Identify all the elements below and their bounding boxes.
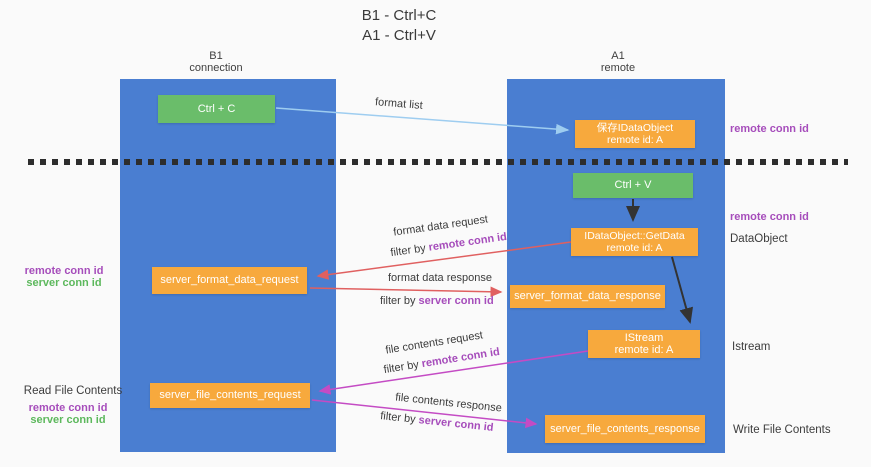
- annotation-left-remote-conn-id: remote conn id: [24, 265, 104, 277]
- node-ctrl-c-label: Ctrl + C: [197, 102, 236, 115]
- node-ctrl-v-label: Ctrl + V: [614, 179, 652, 192]
- dashed-separator: [28, 159, 848, 165]
- label-file-contents-response-filter: filter by server conn id: [380, 410, 494, 434]
- title-line-1: B1 - Ctrl+C: [361, 7, 437, 24]
- node-server-format-data-response: server_format_data_response: [510, 285, 665, 308]
- annotation-left-server-conn-id: server conn id: [26, 277, 102, 289]
- title-line-2: A1 - Ctrl+V: [362, 27, 436, 44]
- node-getdata-line2: remote id: A: [606, 242, 663, 254]
- label-format-list: format list: [374, 96, 424, 112]
- label-file-contents-response: file contents response: [394, 391, 503, 415]
- annotation-file-conn-ids: remote conn id server conn id: [13, 402, 123, 426]
- label-format-data-response: format data response: [388, 272, 492, 284]
- label-format-data-response-filter: filter by server conn id: [380, 295, 494, 307]
- node-getdata: IDataObject::GetData remote id: A: [571, 228, 698, 256]
- arrow-format-data-response: [309, 286, 503, 298]
- node-ctrl-v: Ctrl + V: [573, 173, 693, 198]
- filter-prefix: filter by: [380, 295, 419, 307]
- node-server-format-data-request-label: server_format_data_request: [160, 274, 299, 287]
- filter-prefix: filter by: [389, 241, 430, 260]
- node-server-file-contents-response: server_file_contents_response: [545, 415, 705, 443]
- node-istream-line1: IStream: [624, 331, 664, 344]
- node-save-idataobject-line2: remote id: A: [606, 134, 664, 146]
- annotation-left-remote-conn-id-file: remote conn id: [28, 402, 108, 414]
- annotation-format-conn-ids: remote conn id server conn id: [9, 265, 119, 289]
- lifeline-b1-name: B1: [209, 50, 223, 62]
- node-server-format-data-request: server_format_data_request: [152, 267, 307, 294]
- lifeline-header-b1: B1 connection: [156, 50, 276, 74]
- lifeline-a1-name: A1: [611, 50, 625, 62]
- node-server-file-contents-request-label: server_file_contents_request: [159, 389, 301, 402]
- filter-key-server-conn-id: server conn id: [417, 414, 495, 434]
- lifeline-a1-subtitle: remote: [600, 62, 636, 74]
- lifeline-header-a1: A1 remote: [558, 50, 678, 74]
- annotation-remote-conn-id-mid: remote conn id: [730, 211, 809, 223]
- annotation-remote-conn-id-top: remote conn id: [730, 123, 809, 135]
- node-server-file-contents-response-label: server_file_contents_response: [550, 422, 700, 435]
- annotation-read-file-contents: Read File Contents: [23, 385, 123, 397]
- lifeline-b1-subtitle: connection: [189, 62, 243, 74]
- filter-prefix: filter by: [382, 358, 423, 377]
- filter-key-remote-conn-id: remote conn id: [427, 230, 508, 254]
- node-istream-line2: remote id: A: [614, 344, 674, 356]
- node-istream: IStream remote id: A: [588, 330, 700, 358]
- diagram-title: B1 - Ctrl+C A1 - Ctrl+V: [199, 6, 599, 46]
- annotation-left-server-conn-id-file: server conn id: [30, 414, 106, 426]
- node-server-file-contents-request: server_file_contents_request: [150, 383, 310, 408]
- node-getdata-line1: IDataObject::GetData: [584, 229, 685, 242]
- filter-key-server-conn-id: server conn id: [418, 295, 494, 307]
- annotation-dataobject: DataObject: [730, 233, 788, 245]
- filter-prefix: filter by: [379, 410, 420, 427]
- filter-key-remote-conn-id: remote conn id: [420, 345, 501, 371]
- node-save-idataobject: 保存IDataObject remote id: A: [575, 120, 695, 148]
- node-server-format-data-response-label: server_format_data_response: [514, 290, 661, 303]
- node-ctrl-c: Ctrl + C: [158, 95, 275, 123]
- annotation-write-file-contents: Write File Contents: [733, 424, 831, 436]
- annotation-istream: Istream: [732, 341, 771, 353]
- node-save-idataobject-line1: 保存IDataObject: [596, 121, 674, 134]
